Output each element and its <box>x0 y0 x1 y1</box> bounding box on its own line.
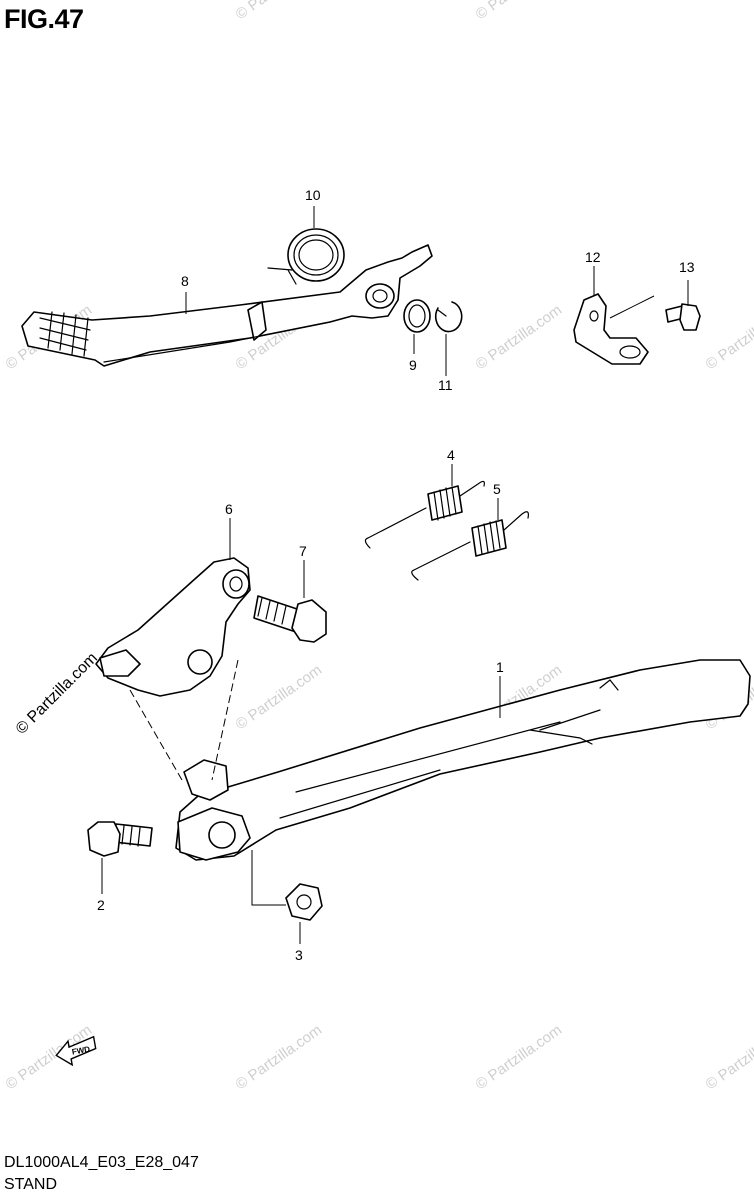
washer-part-9[interactable] <box>403 299 431 333</box>
callout-11: 11 <box>438 377 453 393</box>
bracket-part-6[interactable] <box>95 557 251 697</box>
callout-4: 4 <box>447 447 455 463</box>
callout-13: 13 <box>679 259 695 275</box>
callout-8: 8 <box>181 273 189 289</box>
return-spring-part-10[interactable] <box>267 228 345 285</box>
watermarks: © Partzilla.com © Partzilla.com © Partzi… <box>3 0 754 1093</box>
callout-2: 2 <box>97 897 105 913</box>
side-stand-part-1[interactable] <box>175 659 751 861</box>
watermark: © Partzilla.com <box>233 1021 326 1093</box>
nut-part-3[interactable] <box>285 883 323 921</box>
leader-lines <box>101 206 689 944</box>
watermark: © Partzilla.com <box>473 1021 566 1093</box>
e-clip-part-11[interactable] <box>434 301 463 333</box>
watermark: © Partzilla.com <box>703 1021 754 1093</box>
spring-part-4[interactable] <box>364 480 485 549</box>
callout-9: 9 <box>409 357 417 373</box>
spring-part-5[interactable] <box>411 511 529 581</box>
watermark: © Partzilla.com <box>233 661 326 733</box>
callout-5: 5 <box>493 481 501 497</box>
fwd-label: FWD <box>71 1045 91 1057</box>
callout-6: 6 <box>225 501 233 517</box>
pivot-bolt-part-2[interactable] <box>87 821 153 857</box>
diagram-code: DL1000AL4_E03_E28_047 <box>4 1154 199 1171</box>
fwd-arrow-icon: FWD <box>55 1035 97 1067</box>
watermark-dark: © Partzilla.com <box>13 650 101 738</box>
watermark: © Partzilla.com <box>703 301 754 373</box>
diagram-subtitle: STAND <box>4 1176 58 1193</box>
watermark: © Partzilla.com <box>473 0 566 23</box>
bolt-part-7[interactable] <box>253 595 327 643</box>
watermark: © Partzilla.com <box>233 0 326 23</box>
callout-10: 10 <box>305 187 321 203</box>
figure-title: FIG.47 <box>4 4 84 34</box>
watermark: © Partzilla.com <box>3 1021 96 1093</box>
guide-lines <box>129 659 286 906</box>
callout-1: 1 <box>496 659 504 675</box>
callout-7: 7 <box>299 543 307 559</box>
bracket-part-12[interactable] <box>573 293 649 365</box>
callout-3: 3 <box>295 947 303 963</box>
callouts: 10 8 9 11 12 13 4 5 6 7 1 2 3 <box>97 187 695 963</box>
watermark: © Partzilla.com <box>473 301 566 373</box>
pedal-part-8[interactable] <box>21 244 433 367</box>
bolt-part-13[interactable] <box>665 303 701 331</box>
callout-12: 12 <box>585 249 601 265</box>
